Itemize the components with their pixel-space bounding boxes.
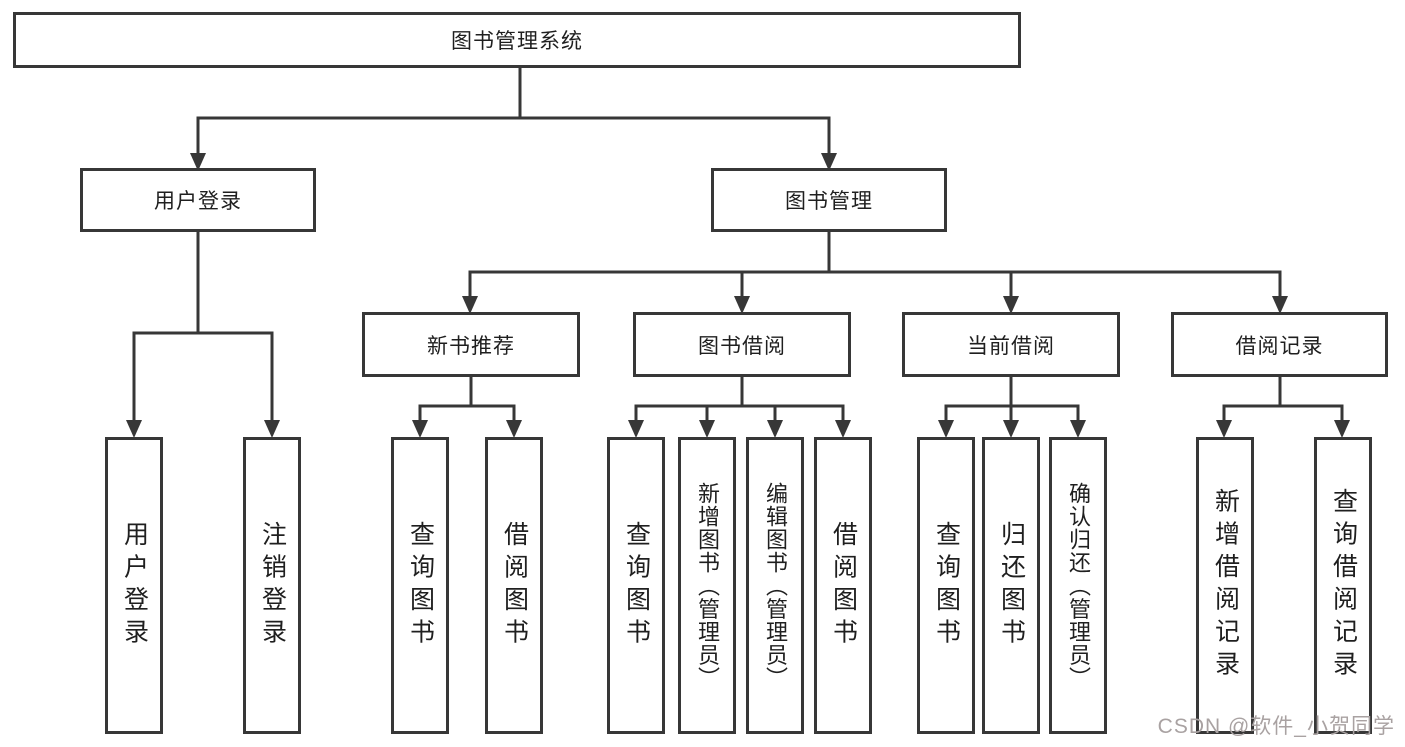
csdn-watermark: CSDN @软件_小贺同学 bbox=[1157, 715, 1395, 738]
leaf-return-books: 归还图书 bbox=[982, 437, 1040, 734]
leaf-user-login: 用户登录 bbox=[105, 437, 163, 734]
node-label: 图书管理 bbox=[785, 190, 873, 213]
node-book-borrowing: 图书借阅 bbox=[633, 312, 851, 377]
node-label: 编辑图书（管理员） bbox=[763, 481, 788, 690]
node-label: 查询图书 bbox=[622, 520, 651, 651]
node-label: 查询借阅记录 bbox=[1329, 488, 1358, 683]
node-label: 当前借阅 bbox=[967, 334, 1055, 358]
node-label: 图书管理系统 bbox=[451, 30, 583, 53]
leaf-query-books-recommendation: 查询图书 bbox=[391, 437, 449, 734]
node-label: 借阅记录 bbox=[1235, 334, 1324, 358]
node-label: 图书借阅 bbox=[698, 334, 786, 358]
node-label: 用户登录 bbox=[154, 190, 242, 213]
node-label: 查询图书 bbox=[406, 520, 435, 651]
node-label: 新增借阅记录 bbox=[1211, 488, 1240, 683]
leaf-query-books-current: 查询图书 bbox=[917, 437, 975, 734]
node-label: 新书推荐 bbox=[427, 334, 515, 358]
node-label: 确认归还（管理员） bbox=[1066, 481, 1091, 690]
leaf-query-borrow-record: 查询借阅记录 bbox=[1314, 437, 1372, 734]
leaf-query-books-borrowing: 查询图书 bbox=[607, 437, 665, 734]
leaf-add-books-admin: 新增图书（管理员） bbox=[678, 437, 736, 734]
node-label: 借阅图书 bbox=[500, 520, 529, 651]
node-label: 归还图书 bbox=[997, 520, 1026, 651]
node-user-login: 用户登录 bbox=[80, 168, 316, 232]
node-borrowing-records: 借阅记录 bbox=[1171, 312, 1388, 377]
node-label: 用户登录 bbox=[120, 520, 149, 651]
leaf-borrow-books-recommendation: 借阅图书 bbox=[485, 437, 543, 734]
leaf-logout: 注销登录 bbox=[243, 437, 301, 734]
leaf-confirm-return-admin: 确认归还（管理员） bbox=[1049, 437, 1107, 734]
leaf-borrow-books-borrowing: 借阅图书 bbox=[814, 437, 872, 734]
node-root-library-system: 图书管理系统 bbox=[13, 12, 1021, 68]
node-label: 注销登录 bbox=[258, 520, 287, 651]
node-current-borrowing: 当前借阅 bbox=[902, 312, 1120, 377]
leaf-add-borrow-record: 新增借阅记录 bbox=[1196, 437, 1254, 734]
node-label: 查询图书 bbox=[932, 520, 961, 651]
node-new-book-recommendation: 新书推荐 bbox=[362, 312, 580, 377]
leaf-edit-books-admin: 编辑图书（管理员） bbox=[746, 437, 804, 734]
node-label: 新增图书（管理员） bbox=[695, 481, 720, 690]
node-book-management: 图书管理 bbox=[711, 168, 947, 232]
node-label: 借阅图书 bbox=[829, 520, 858, 651]
